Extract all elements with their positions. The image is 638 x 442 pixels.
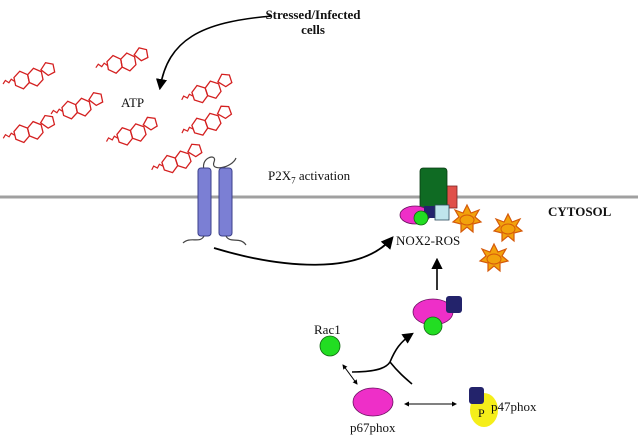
- arrow-stressed-to-atp: [155, 15, 273, 91]
- ros-stars: [452, 204, 523, 272]
- nox2-complex: [399, 167, 458, 226]
- phospho-label: P: [478, 406, 485, 420]
- atp-molecules: [0, 46, 236, 180]
- p67phox-label: p67phox: [350, 420, 396, 435]
- atp-label: ATP: [121, 95, 145, 110]
- arrow-assembly-join: [389, 361, 413, 385]
- arrow-p2x7-to-nox2: [213, 236, 394, 266]
- p47phox-shape: [469, 387, 498, 427]
- p67phox-shape: [352, 387, 394, 417]
- p2x7-receptor: [182, 156, 247, 246]
- p2x7-activation-label: P2X7 activation: [268, 168, 351, 186]
- cytosol-label: CYTOSOL: [548, 204, 612, 219]
- nox2-ros-label: NOX2-ROS: [396, 233, 461, 248]
- rac1-circle: [319, 335, 341, 357]
- p47phox-label: p47phox: [491, 399, 537, 414]
- arrow-assembly: [351, 332, 414, 373]
- arrow-rac1-p67phox: [342, 364, 358, 385]
- stressed-cells-label: Stressed/Infected cells: [265, 7, 361, 37]
- assembled-complex: [412, 296, 462, 336]
- rac1-label: Rac1: [314, 322, 341, 337]
